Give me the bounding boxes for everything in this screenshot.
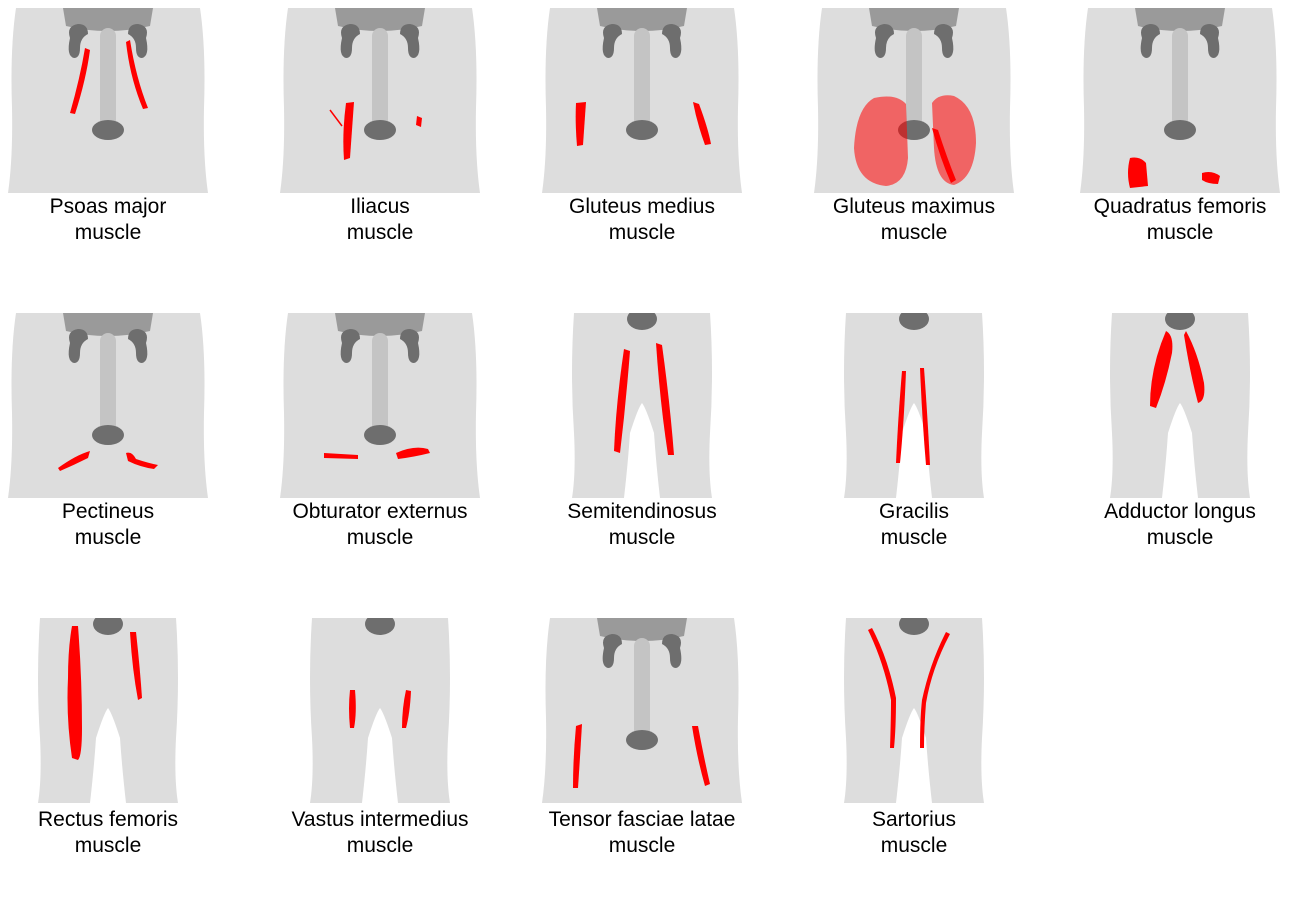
pectineus-caption: Pectineus muscle [2, 499, 214, 551]
legs-silhouette [572, 313, 712, 498]
left-vastus-mark [349, 690, 356, 728]
caption-line1: Obturator externus [274, 499, 486, 525]
caption-line2: muscle [536, 833, 748, 859]
panel-gluteus-medius: Gluteus medius muscle [536, 0, 756, 290]
caption-line1: Iliacus [274, 194, 486, 220]
caption-line1: Quadratus femoris [1074, 194, 1286, 220]
gluteus-medius-image [542, 8, 742, 193]
muscle-figure-grid: Psoas major muscle Iliacus muscle Gluteu… [0, 0, 1292, 860]
bladder [1164, 120, 1196, 140]
semitendinosus-image [542, 313, 742, 498]
tensor-fasciae-latae-caption: Tensor fasciae latae muscle [536, 807, 748, 859]
panel-pectineus: Pectineus muscle [2, 305, 222, 595]
panel-quadratus-femoris: Quadratus femoris muscle [1074, 0, 1292, 290]
caption-line2: muscle [274, 525, 486, 551]
caption-line1: Rectus femoris [2, 807, 214, 833]
bladder [626, 730, 658, 750]
caption-line1: Psoas major [2, 194, 214, 220]
caption-line2: muscle [1074, 525, 1286, 551]
panel-gracilis: Gracilis muscle [808, 305, 1028, 595]
caption-line1: Gluteus medius [536, 194, 748, 220]
legs-silhouette [844, 618, 984, 803]
adductor-longus-image [1080, 313, 1280, 498]
caption-line2: muscle [274, 833, 486, 859]
rectus-femoris-caption: Rectus femoris muscle [2, 807, 214, 859]
bladder [364, 425, 396, 445]
adductor-longus-caption: Adductor longus muscle [1074, 499, 1286, 551]
caption-line1: Pectineus [2, 499, 214, 525]
panel-tensor-fasciae-latae: Tensor fasciae latae muscle [536, 610, 756, 900]
gracilis-caption: Gracilis muscle [808, 499, 1020, 551]
quadratus-femoris-caption: Quadratus femoris muscle [1074, 194, 1286, 246]
sartorius-image [814, 618, 1014, 803]
obturator-externus-caption: Obturator externus muscle [274, 499, 486, 551]
panel-gluteus-maximus: Gluteus maximus muscle [808, 0, 1028, 290]
iliacus-caption: Iliacus muscle [274, 194, 486, 246]
caption-line2: muscle [808, 220, 1020, 246]
bladder [92, 425, 124, 445]
bladder [364, 120, 396, 140]
panel-obturator-externus: Obturator externus muscle [274, 305, 494, 595]
gluteus-medius-caption: Gluteus medius muscle [536, 194, 748, 246]
caption-line2: muscle [808, 833, 1020, 859]
caption-line1: Tensor fasciae latae [536, 807, 748, 833]
caption-line2: muscle [2, 220, 214, 246]
caption-line1: Gracilis [808, 499, 1020, 525]
vastus-intermedius-caption: Vastus intermedius muscle [274, 807, 486, 859]
left-quadratus-mark [1128, 158, 1148, 188]
gracilis-image [814, 313, 1014, 498]
panel-sartorius: Sartorius muscle [808, 610, 1028, 900]
panel-rectus-femoris: Rectus femoris muscle [2, 610, 222, 900]
caption-line2: muscle [808, 525, 1020, 551]
gluteus-maximus-image [814, 8, 1014, 193]
caption-line2: muscle [2, 833, 214, 859]
semitendinosus-caption: Semitendinosus muscle [536, 499, 748, 551]
vastus-intermedius-image [280, 618, 480, 803]
panel-adductor-longus: Adductor longus muscle [1074, 305, 1292, 595]
legs-silhouette [310, 618, 450, 803]
tensor-fasciae-latae-image [542, 618, 742, 803]
panel-iliacus: Iliacus muscle [274, 0, 494, 290]
caption-line1: Semitendinosus [536, 499, 748, 525]
bladder [626, 120, 658, 140]
caption-line2: muscle [1074, 220, 1286, 246]
caption-line2: muscle [2, 525, 214, 551]
panel-semitendinosus: Semitendinosus muscle [536, 305, 756, 595]
bladder [92, 120, 124, 140]
pectineus-image [8, 313, 208, 498]
psoas-major-image [8, 8, 208, 193]
psoas-major-caption: Psoas major muscle [2, 194, 214, 246]
legs-silhouette [38, 618, 178, 803]
obturator-externus-image [280, 313, 480, 498]
gluteus-maximus-caption: Gluteus maximus muscle [808, 194, 1020, 246]
right-iliacus-mark [416, 116, 422, 127]
caption-line2: muscle [536, 525, 748, 551]
quadratus-femoris-image [1080, 8, 1280, 193]
caption-line2: muscle [274, 220, 486, 246]
caption-line1: Sartorius [808, 807, 1020, 833]
caption-line1: Gluteus maximus [808, 194, 1020, 220]
rectus-femoris-image [8, 618, 208, 803]
caption-line1: Adductor longus [1074, 499, 1286, 525]
caption-line1: Vastus intermedius [274, 807, 486, 833]
panel-psoas-major: Psoas major muscle [2, 0, 222, 290]
caption-line2: muscle [536, 220, 748, 246]
legs-silhouette [844, 313, 984, 498]
panel-vastus-intermedius: Vastus intermedius muscle [274, 610, 494, 900]
iliacus-image [280, 8, 480, 193]
sartorius-caption: Sartorius muscle [808, 807, 1020, 859]
legs-silhouette [1110, 313, 1250, 498]
